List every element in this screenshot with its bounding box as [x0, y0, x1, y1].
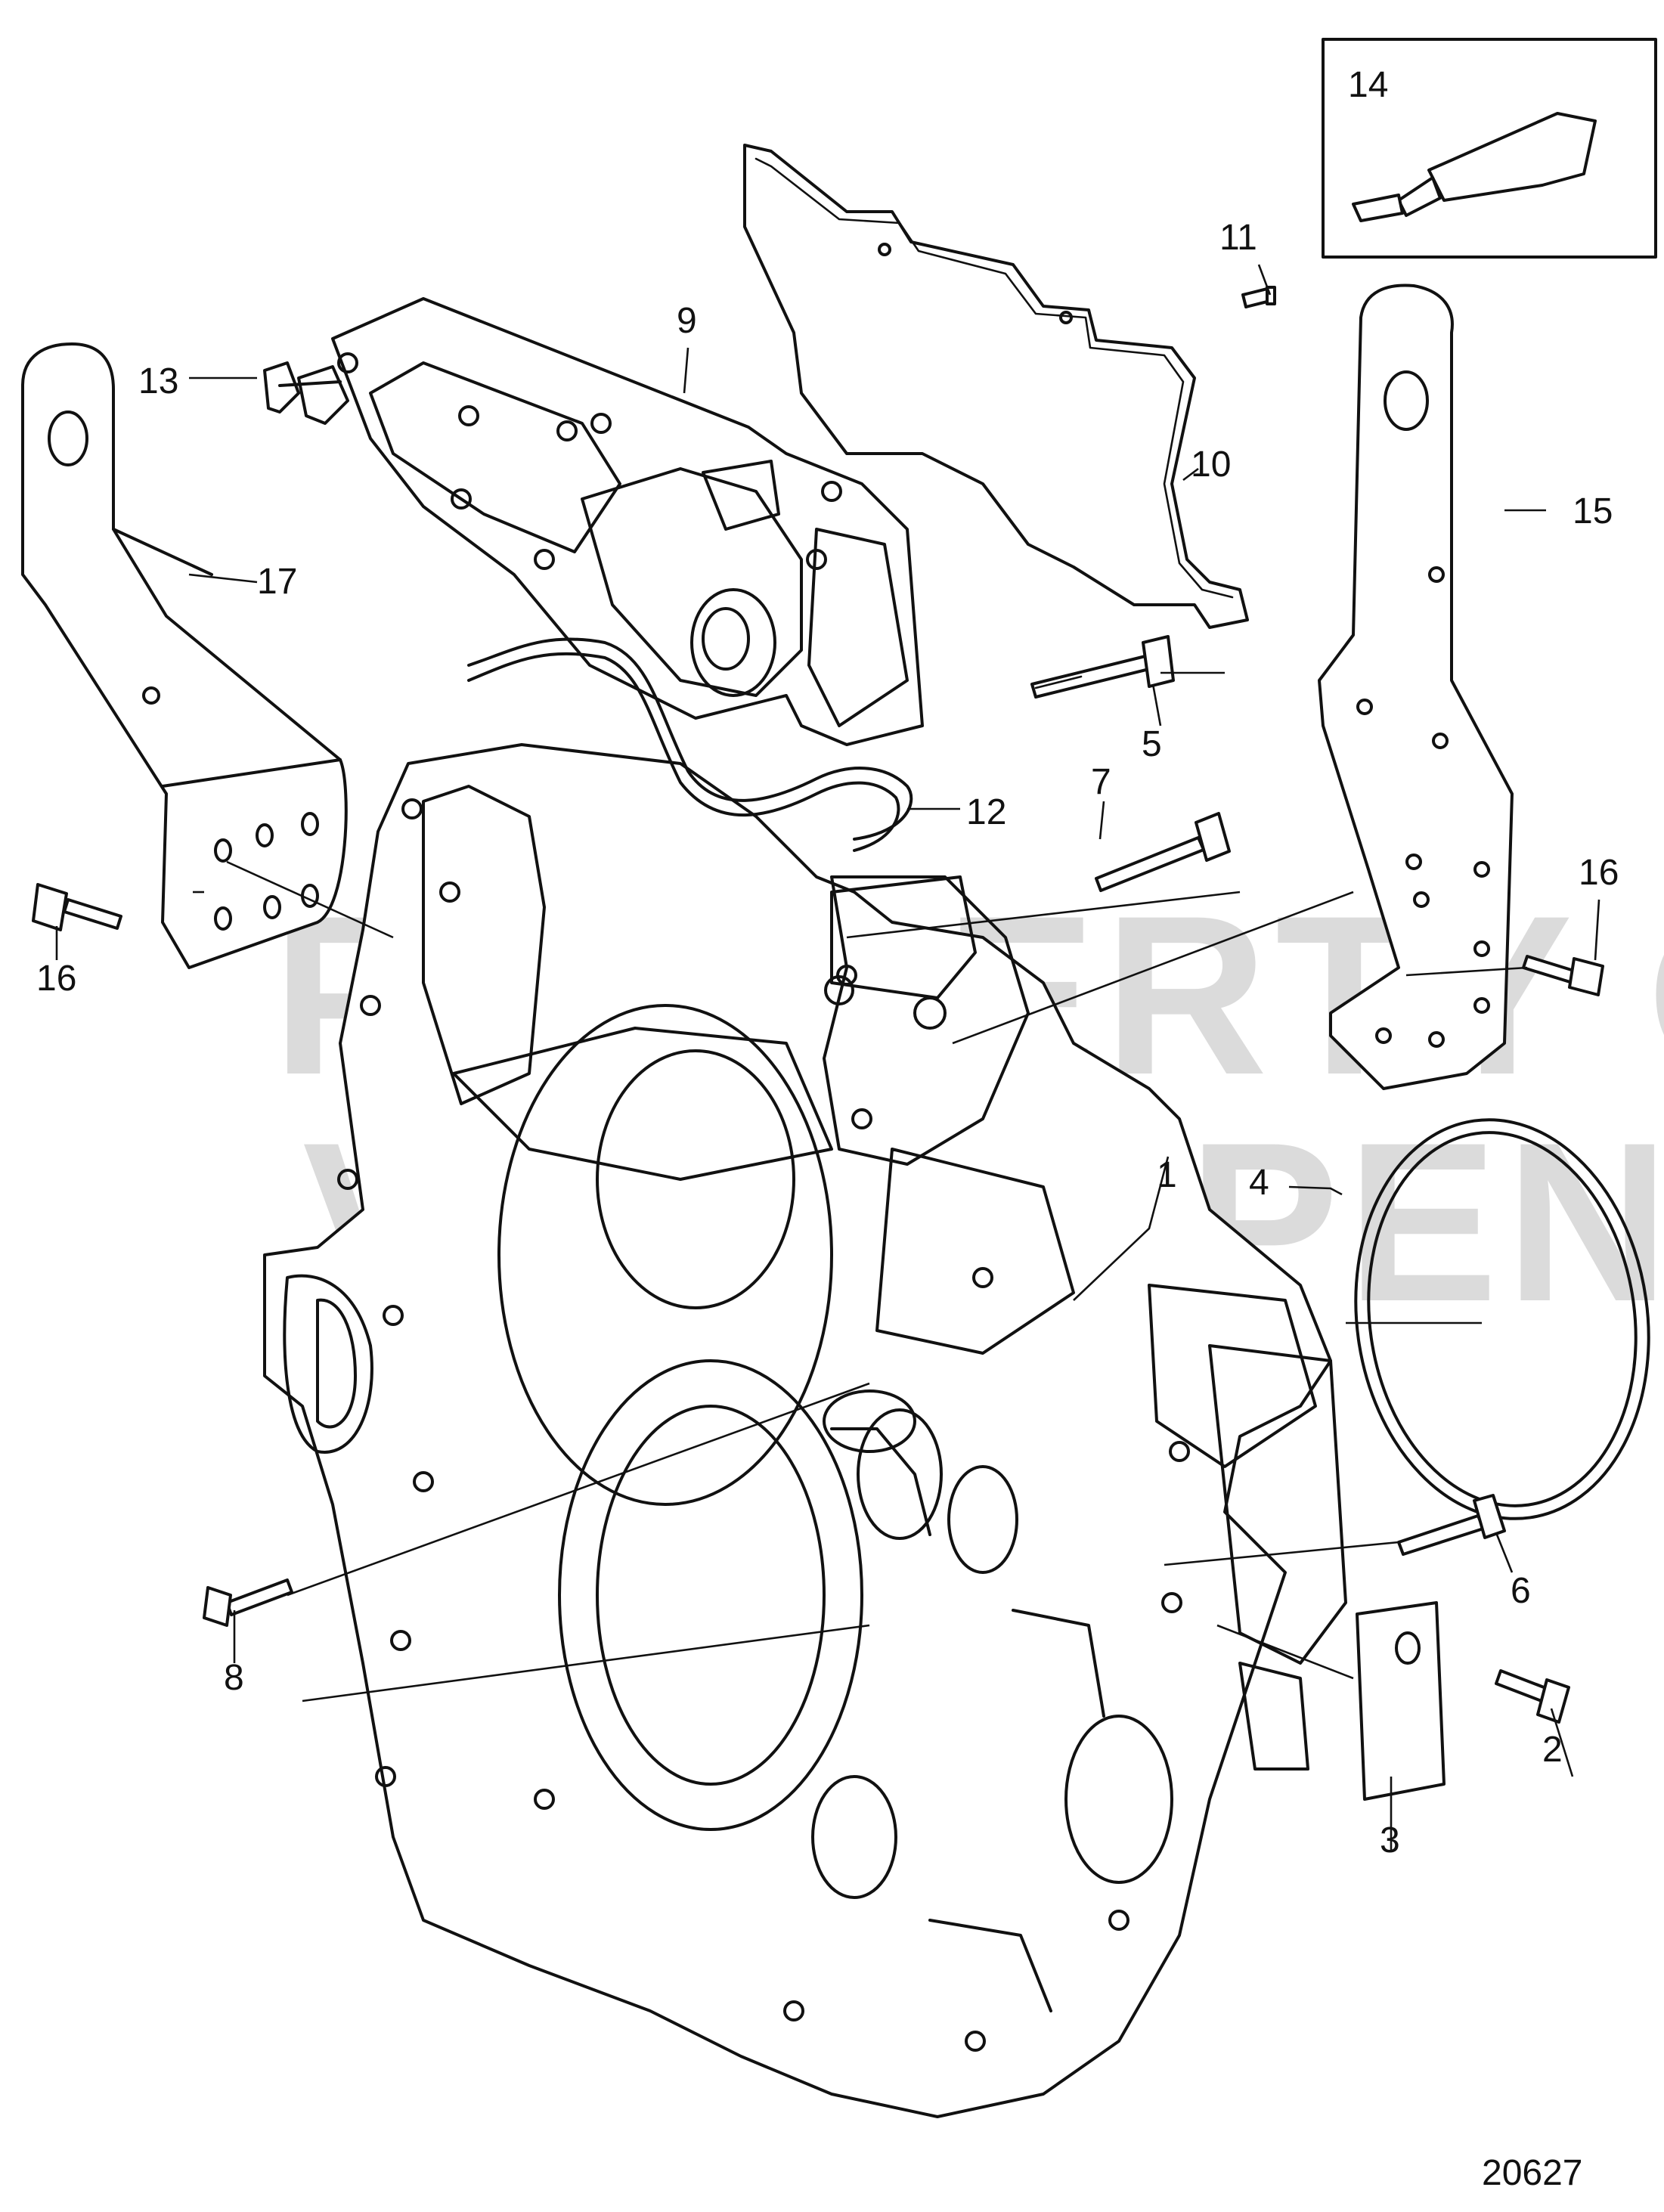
callout-3: 3	[1380, 1820, 1400, 1860]
callout-6: 6	[1511, 1571, 1531, 1611]
o-ring[interactable]	[1331, 1101, 1664, 1538]
callout-5: 5	[1142, 724, 1162, 764]
bolt-16-right[interactable]	[1522, 955, 1604, 996]
callout-13: 13	[138, 361, 178, 401]
callout-7: 7	[1091, 762, 1111, 802]
leader-lines	[55, 264, 1600, 1852]
small-screw[interactable]	[1241, 286, 1276, 308]
square-plate[interactable]	[1356, 1601, 1446, 1801]
drawing-number: 20627	[1482, 2153, 1582, 2193]
callout-2: 2	[1542, 1730, 1563, 1770]
callout-8: 8	[224, 1658, 244, 1698]
lifting-eye-right[interactable]	[1318, 283, 1514, 1090]
bolt-5[interactable]	[1030, 635, 1175, 699]
callout-12: 12	[966, 792, 1006, 832]
callout-16-right: 16	[1579, 853, 1619, 893]
upper-housing[interactable]	[331, 297, 924, 746]
clip-part[interactable]	[263, 361, 349, 425]
bolt-16-left[interactable]	[32, 883, 122, 931]
sealant-tube-icon	[1352, 112, 1597, 222]
callout-15: 15	[1573, 491, 1613, 531]
callout-1: 1	[1157, 1155, 1177, 1195]
callout-4: 4	[1249, 1163, 1269, 1203]
flange-bolt-holes	[337, 798, 1190, 2052]
callout-9: 9	[677, 301, 697, 341]
bolt-2[interactable]	[1495, 1669, 1570, 1724]
callout-10: 10	[1191, 445, 1231, 485]
timing-gear-housing[interactable]	[263, 743, 1347, 2118]
callout-labels: 1 2 3 4 5 6 7 8 9 10 11 12 13 14 15 16 1…	[36, 65, 1619, 1860]
callout-17: 17	[257, 562, 297, 602]
callout-16-left: 16	[36, 959, 76, 999]
callout-14: 14	[1348, 65, 1388, 105]
sealant-inset	[1322, 38, 1657, 259]
bolt-8[interactable]	[203, 1578, 293, 1627]
seal-strip[interactable]	[467, 637, 913, 852]
bolt-7[interactable]	[1095, 812, 1231, 892]
bolt-6[interactable]	[1397, 1494, 1506, 1556]
lifting-eye-left[interactable]	[21, 342, 348, 969]
upper-gasket[interactable]	[743, 144, 1249, 629]
callout-11: 11	[1219, 218, 1257, 258]
